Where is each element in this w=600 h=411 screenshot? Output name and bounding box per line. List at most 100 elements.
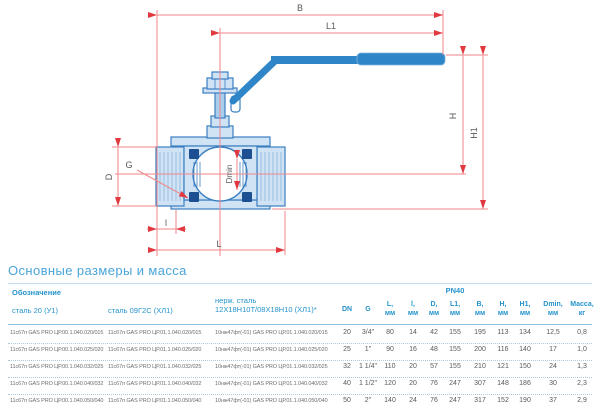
dim-col-unit: мм xyxy=(474,310,486,317)
row-divider xyxy=(8,360,592,361)
dim-col-unit: кг xyxy=(578,310,586,317)
material-col-stainless: нерж. сталь 12Х18Н10Т/08Х18Н10 (ХЛ1)* xyxy=(215,296,317,314)
dim-col-unit: мм xyxy=(407,310,419,317)
value-cell: 1" xyxy=(364,346,372,353)
row-divider xyxy=(8,394,592,395)
dim-col-unit: мм xyxy=(519,310,531,317)
dimension-labels: B L1 H H1 D G Dmin l L xyxy=(104,3,479,249)
value-cell: 190 xyxy=(519,397,531,404)
g-leader xyxy=(136,169,189,199)
value-cell: 155 xyxy=(449,363,461,370)
dim-d-label: D xyxy=(104,173,114,180)
thread-lines xyxy=(159,152,282,201)
value-cell: 24 xyxy=(549,363,557,370)
value-cell: 90 xyxy=(386,346,394,353)
designation-cell: 11с67п GAS PRO ЦР.01.1.040.025/020 xyxy=(108,347,202,353)
value-cell: 152 xyxy=(497,397,509,404)
table-row: 11с67п GAS PRO ЦР.00.1.040.020/015 11с67п… xyxy=(0,329,600,346)
designation-cell: 10нж47фт(-01) GAS PRO ЦР.01.1.040.032/02… xyxy=(215,364,328,370)
dim-col-unit: мм xyxy=(547,310,559,317)
value-cell: 1 1/2" xyxy=(358,380,378,387)
dim-col-unit: мм xyxy=(449,310,461,317)
value-cell: 42 xyxy=(430,329,438,336)
value-cell: 116 xyxy=(497,346,509,353)
designation-cell: 11с67п GAS PRO ЦР.00.1.040.025/020 xyxy=(10,347,104,353)
row-divider xyxy=(8,377,592,378)
value-cell: 76 xyxy=(430,380,438,387)
dim-col-label: H, xyxy=(499,301,507,308)
value-cell: 0,8 xyxy=(577,329,587,336)
value-cell: 110 xyxy=(384,363,396,370)
designation-cell: 10нж47фт(-01) GAS PRO ЦР.01.1.040.020/01… xyxy=(215,330,328,336)
value-cell: 155 xyxy=(449,346,461,353)
value-cell: 186 xyxy=(519,380,531,387)
stem-assembly xyxy=(202,71,241,139)
designation-header: Обозначение xyxy=(12,288,62,297)
value-cell: 1 1/4" xyxy=(358,363,378,370)
dim-dmin-label: Dmin xyxy=(225,165,234,184)
value-cell: 20 xyxy=(409,380,417,387)
dim-col-header: L,мм xyxy=(373,300,407,318)
dim-l-small-label: l xyxy=(165,218,167,228)
designation-cell: 11с67п GAS PRO ЦР.00.1.040.040/032 xyxy=(10,381,104,387)
dim-col-header: G xyxy=(351,300,385,314)
value-cell: 148 xyxy=(497,380,509,387)
dim-l1-label: L1 xyxy=(326,21,336,31)
material-col-steel09: сталь 09Г2С (ХЛ1) xyxy=(108,306,173,315)
designation-cell: 11с67п GAS PRO ЦР.01.1.040.032/025 xyxy=(108,364,202,370)
table-row: 11с67п GAS PRO ЦР.00.1.040.025/020 11с67п… xyxy=(0,346,600,363)
dim-col-header: DN xyxy=(330,300,364,314)
table-row: 11с67п GAS PRO ЦР.00.1.040.040/032 11с67п… xyxy=(0,380,600,397)
valve-drawing: B L1 H H1 D G Dmin l L xyxy=(104,3,488,256)
value-cell: 195 xyxy=(474,329,486,336)
dim-col-label: B, xyxy=(476,301,484,308)
value-cell: 25 xyxy=(343,346,351,353)
value-cell: 247 xyxy=(449,397,461,404)
designation-cell: 10нж47фт(-01) GAS PRO ЦР.01.1.040.040/03… xyxy=(215,381,328,387)
designation-cell: 11с67п GAS PRO ЦР.01.1.040.050/040 xyxy=(108,398,202,404)
material-col-steel20: сталь 20 (У1) xyxy=(12,306,58,315)
dim-col-label: H1, xyxy=(519,301,531,308)
dim-col-label: l, xyxy=(411,301,415,308)
value-cell: 24 xyxy=(409,397,417,404)
value-cell: 2,9 xyxy=(577,397,587,404)
handle-grip xyxy=(356,52,446,66)
value-cell: 317 xyxy=(474,397,486,404)
value-cell: 140 xyxy=(384,397,396,404)
dim-l-label: L xyxy=(216,239,221,249)
dim-col-unit: мм xyxy=(428,310,440,317)
dim-col-label: DN xyxy=(341,306,353,313)
dim-col-label: D, xyxy=(430,301,438,308)
value-cell: 134 xyxy=(519,329,531,336)
designation-cell: 11с67п GAS PRO ЦР.01.1.040.020/015 xyxy=(108,330,202,336)
dim-col-label: Dmin, xyxy=(543,301,563,308)
dim-col-header: D, мм xyxy=(417,300,451,318)
value-cell: 200 xyxy=(474,346,486,353)
handle xyxy=(229,52,446,105)
material-col-stainless-line1: нерж. сталь xyxy=(215,296,257,305)
value-cell: 120 xyxy=(384,380,396,387)
dim-h-label: H xyxy=(448,113,458,120)
seat-seals xyxy=(189,149,252,202)
dim-col-label: L, xyxy=(386,301,394,308)
dim-g-label: G xyxy=(125,160,132,170)
dim-col-label: Масса, xyxy=(570,301,594,308)
designation-cell: 11с67п GAS PRO ЦР.00.1.040.020/015 xyxy=(10,330,104,336)
value-cell: 12,5 xyxy=(546,329,560,336)
dim-col-header: H1, мм xyxy=(508,300,542,318)
dim-b-label: B xyxy=(297,3,303,13)
value-cell: 1,3 xyxy=(577,363,587,370)
dim-col-header: H, мм xyxy=(486,300,520,318)
designation-cell: 10нж47фт(-01) GAS PRO ЦР.01.1.040.050/04… xyxy=(215,398,328,404)
value-cell: 76 xyxy=(430,397,438,404)
value-cell: 3/4" xyxy=(361,329,375,336)
dimension-lines xyxy=(112,10,488,256)
value-cell: 2" xyxy=(364,397,372,404)
dim-col-unit: мм xyxy=(497,310,509,317)
value-cell: 150 xyxy=(519,363,531,370)
dim-col-label: G xyxy=(365,306,371,313)
designation-cell: 11с67п GAS PRO ЦР.01.1.040.040/032 xyxy=(108,381,202,387)
